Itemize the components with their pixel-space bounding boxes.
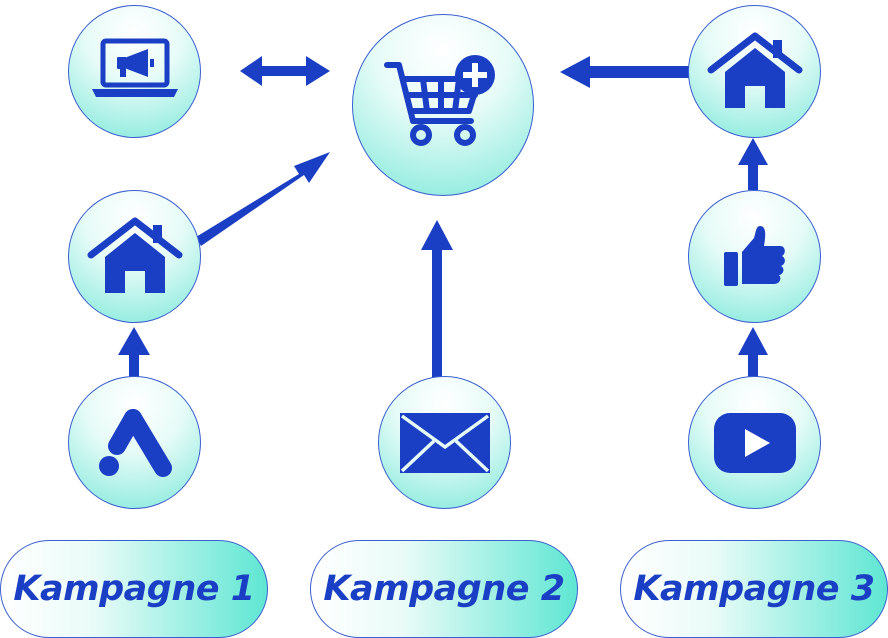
campaign-2-pill: Kampagne 2 [310, 540, 578, 638]
node-cart [352, 14, 534, 196]
shopping-cart-plus-icon [384, 55, 495, 146]
node-email [378, 376, 511, 509]
campaign-1-label: Kampagne 1 [13, 569, 255, 609]
node-like [688, 190, 821, 323]
arrow-ads-home-left [118, 327, 150, 380]
youtube-icon [713, 412, 796, 473]
node-home-right [688, 5, 821, 138]
arrow-email-cart [421, 220, 453, 378]
arrow-youtube-like [738, 327, 768, 378]
arrow-like-home-right [738, 138, 768, 190]
arrow-home-right-cart [560, 56, 690, 88]
envelope-icon [399, 412, 490, 473]
campaign-3-label: Kampagne 3 [633, 569, 875, 609]
arrow-home-left-cart [196, 152, 330, 246]
home-icon [87, 217, 182, 293]
node-google-ads [68, 376, 201, 509]
arrow-laptop-cart [240, 56, 330, 86]
google-ads-icon [98, 408, 172, 477]
laptop-megaphone-icon [91, 38, 178, 97]
node-laptop-ad [68, 5, 201, 138]
node-home-left [68, 190, 201, 323]
campaign-1-pill: Kampagne 1 [0, 540, 268, 638]
home-icon [707, 32, 802, 108]
node-youtube [688, 376, 821, 509]
campaign-3-pill: Kampagne 3 [620, 540, 888, 638]
campaign-2-label: Kampagne 2 [323, 569, 565, 609]
thumbs-up-icon [723, 225, 785, 286]
